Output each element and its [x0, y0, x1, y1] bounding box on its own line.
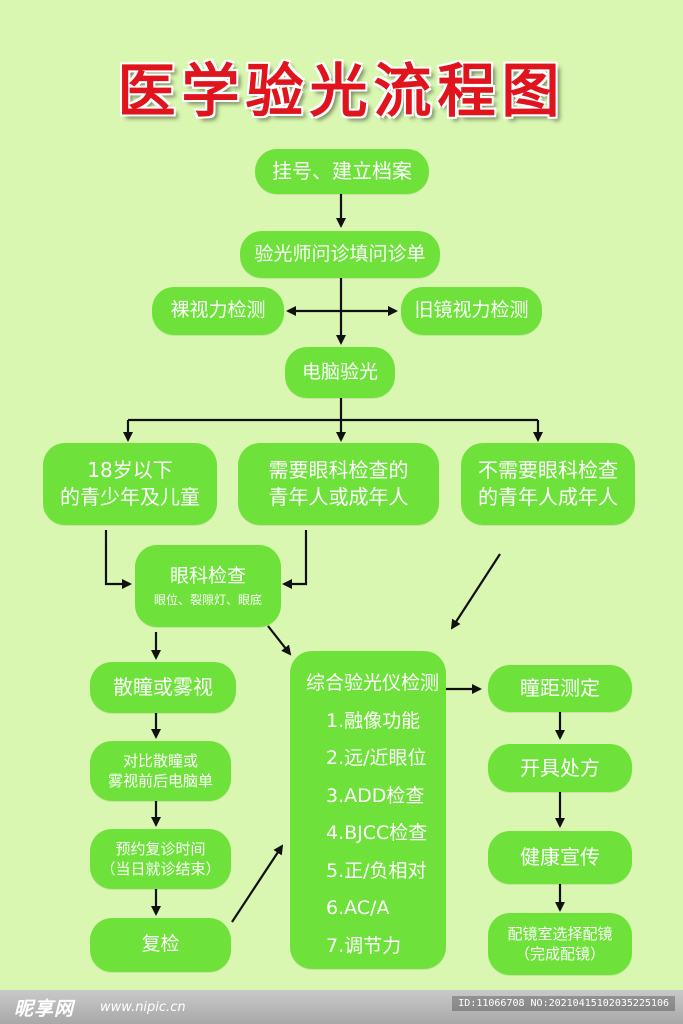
page-title: 医学验光流程图: [117, 57, 566, 125]
node-prescription-label: 开具处方: [520, 755, 600, 780]
arrow-no-eye-comprehensive: [450, 553, 501, 630]
node-dilation-label: 散瞳或雾视: [113, 675, 213, 699]
node-naked-vision: 裸视力检测: [152, 287, 284, 335]
node-old-glasses: 旧镜视力检测: [401, 287, 542, 335]
comprehensive-item: 6.AC/A: [326, 897, 390, 919]
node-appointment-line2: （当日就诊结束）: [100, 860, 221, 878]
node-youth: 18岁以下 的青少年及儿童: [43, 443, 217, 525]
comprehensive-item: 2.远/近眼位: [326, 747, 427, 769]
node-eye-exam-label: 眼科检查: [169, 565, 246, 588]
comprehensive-item: 7.调节力: [326, 934, 402, 957]
node-naked-vision-label: 裸视力检测: [170, 299, 266, 322]
node-questionnaire: 验光师问诊填问诊单: [240, 231, 440, 278]
node-no-eye-line2: 的青年人成年人: [478, 485, 618, 509]
node-choose-glasses: 配镜室选择配镜 （完成配镜）: [488, 913, 632, 975]
comprehensive-item: 5.正/负相对: [326, 859, 427, 882]
watermark-url: www.nipic.cn: [100, 1000, 186, 1015]
node-comprehensive: 综合验光仪检测 1.融像功能 2.远/近眼位 3.ADD检查 4.BJCC检查 …: [290, 651, 446, 969]
node-no-eye-line1: 不需要眼科检查: [478, 458, 618, 482]
node-register: 挂号、建立档案: [255, 149, 429, 194]
node-compare: 对比散瞳或 雾视前后电脑单: [90, 741, 231, 801]
node-prescription: 开具处方: [488, 744, 632, 792]
node-choose-line1: 配镜室选择配镜: [507, 924, 613, 943]
node-health-education: 健康宣传: [488, 831, 632, 884]
node-pupil-distance: 瞳距测定: [488, 665, 632, 712]
node-pupil-distance-label: 瞳距测定: [520, 676, 600, 700]
arrow-eye-exam-comprehensive: [267, 625, 292, 656]
node-eye-exam: 眼科检查 眼位、裂隙灯、眼底: [135, 545, 281, 627]
node-compare-line2: 雾视前后电脑单: [107, 772, 213, 790]
node-questionnaire-label: 验光师问诊填问诊单: [254, 242, 426, 265]
node-computer-refraction-label: 电脑验光: [301, 360, 378, 383]
arrow-youth-eye-exam: [104, 530, 132, 589]
node-compare-line1: 对比散瞳或: [122, 751, 198, 770]
node-comprehensive-title: 综合验光仪检测: [306, 672, 440, 694]
node-choose-line2: （完成配镜）: [514, 945, 605, 963]
node-dilation: 散瞳或雾视: [90, 662, 236, 713]
node-appointment: 预约复诊时间 （当日就诊结束）: [90, 829, 231, 889]
node-need-eye-line2: 青年人或成年人: [268, 485, 409, 509]
watermark-id: ID:11066708 NO:20210415102035225106: [452, 996, 675, 1011]
watermark-bar: 昵享网 www.nipic.cn ID:11066708 NO:20210415…: [0, 990, 683, 1024]
node-no-eye: 不需要眼科检查 的青年人成年人: [461, 443, 635, 525]
arrow-need-eye-exam: [282, 530, 308, 589]
node-eye-exam-sub: 眼位、裂隙灯、眼底: [153, 592, 262, 607]
node-need-eye-line1: 需要眼科检查的: [268, 458, 409, 482]
node-appointment-line1: 预约复诊时间: [115, 839, 206, 858]
node-computer-refraction: 电脑验光: [285, 347, 395, 398]
arrow-recheck-comprehensive: [231, 844, 284, 923]
node-recheck-label: 复检: [141, 933, 180, 956]
node-health-education-label: 健康宣传: [520, 845, 600, 869]
comprehensive-item: 1.融像功能: [326, 709, 421, 732]
comprehensive-item: 3.ADD检查: [326, 784, 425, 807]
node-recheck: 复检: [90, 918, 231, 972]
comprehensive-item: 4.BJCC检查: [326, 822, 428, 844]
node-youth-line2: 的青少年及儿童: [60, 485, 200, 509]
node-register-label: 挂号、建立档案: [272, 159, 412, 183]
watermark-logo: 昵享网: [14, 998, 75, 1020]
node-youth-line1: 18岁以下: [87, 458, 173, 482]
node-need-eye: 需要眼科检查的 青年人或成年人: [238, 443, 439, 525]
node-old-glasses-label: 旧镜视力检测: [414, 299, 529, 322]
